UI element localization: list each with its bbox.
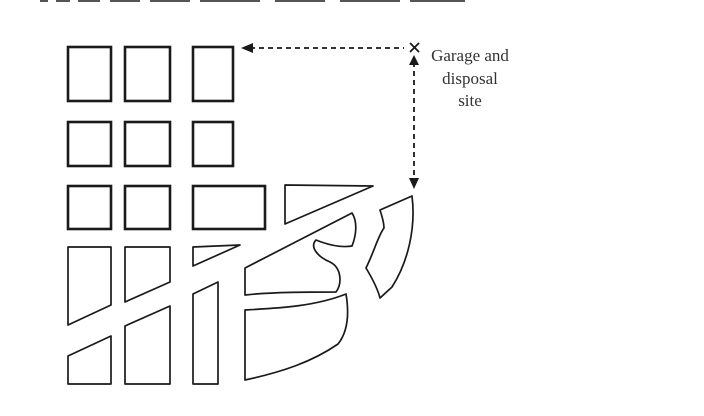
block-r1c3 <box>191 45 235 103</box>
block-left-column-lower <box>67 335 112 385</box>
block-r3c1 <box>66 184 113 231</box>
block-r2c2 <box>123 120 172 168</box>
block-r3c2 <box>123 184 172 231</box>
route-arrowhead-left <box>241 43 253 53</box>
block-curved-upper <box>244 212 357 296</box>
block-r1c1 <box>66 45 113 103</box>
block-crescent-right <box>365 195 414 299</box>
block-narrow-strip <box>192 281 219 385</box>
site-label-line-3: site <box>458 91 482 110</box>
rectangular-blocks <box>66 45 267 231</box>
block-small-triangle <box>192 244 241 267</box>
block-r2c3 <box>191 120 235 168</box>
site-label-line-1: Garage and <box>431 46 509 65</box>
block-curved-lower <box>244 293 349 381</box>
block-middle-column-lower <box>124 305 171 385</box>
site-label-line-2: disposal <box>442 69 498 88</box>
irregular-blocks <box>67 184 414 385</box>
site-label: Garage and disposal site <box>431 46 509 110</box>
cropped-top-text-remnant <box>40 0 465 2</box>
block-r1c2 <box>123 45 172 103</box>
block-r3c3 <box>191 184 267 231</box>
route-arrowhead-down <box>409 178 419 189</box>
site-x-marker <box>409 42 420 53</box>
block-middle-column-upper <box>124 246 171 303</box>
block-r2c1 <box>66 120 113 168</box>
route-arrowhead-up <box>409 55 419 65</box>
block-left-column-upper <box>67 246 112 326</box>
block-wedge-top-right <box>284 184 374 225</box>
collection-route <box>241 43 419 189</box>
